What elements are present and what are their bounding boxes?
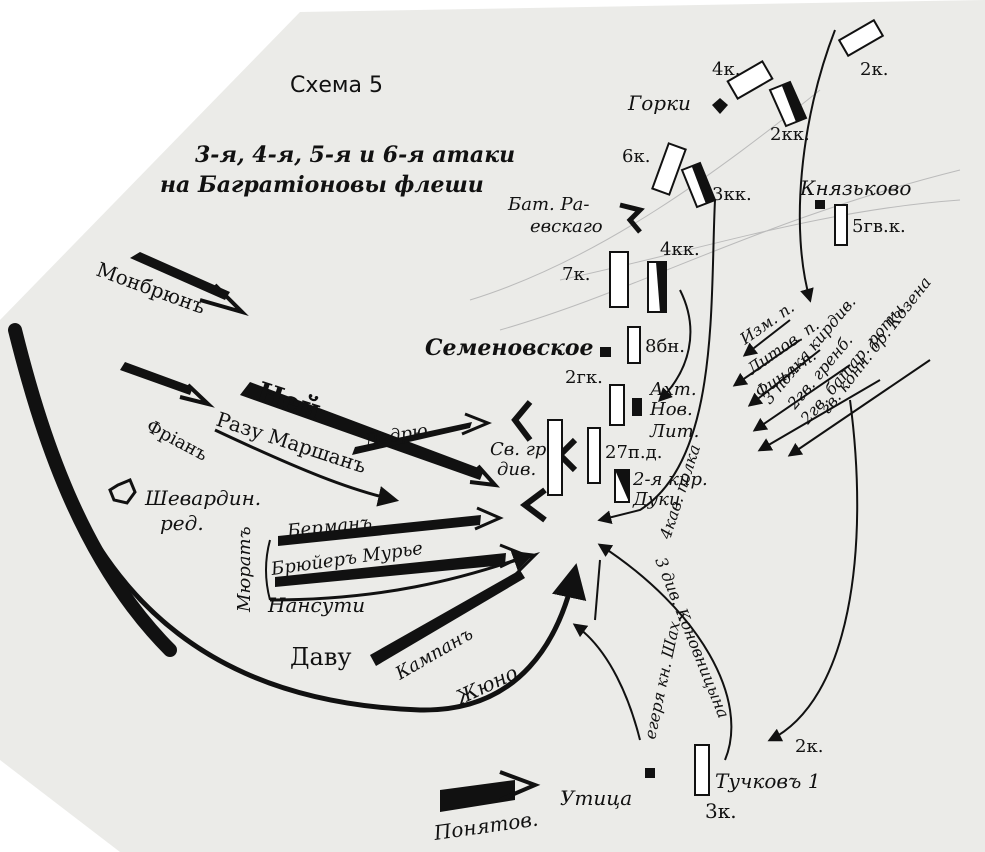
duki-label: Дуки (632, 489, 680, 510)
unit-lit-label: Лит. (649, 421, 699, 442)
map-subtitle-line1: 3-я, 4-я, 5-я и 6-я атаки (195, 142, 515, 168)
murat-label: Мюратъ (234, 526, 255, 613)
unit-2gk-block (609, 384, 625, 426)
kampan-arrow (370, 570, 525, 666)
unit-2k-top-label: 2к. (860, 59, 888, 80)
kampan-arrowhead (509, 552, 541, 577)
semenovskoe-label: Семеновское (425, 335, 594, 361)
upper-arrowhead (179, 383, 215, 408)
russian-movement-lines (572, 29, 859, 761)
shevardino-redoubt-icon (108, 478, 137, 505)
unit-2kk-label: 2кк. (770, 124, 810, 145)
berman-arrow (278, 515, 481, 546)
shevardino-label-2: ред. (160, 511, 204, 535)
unit-4kk-label: 4кк. (660, 239, 700, 260)
unit-8bn-label: 8бн. (645, 336, 685, 357)
unit-6k-label: 6к. (622, 146, 650, 167)
unit-5gvk-label: 5гв.к. (852, 216, 906, 237)
poniatowski-arrow (440, 780, 515, 812)
kir2-fill (615, 470, 629, 502)
unit-2gk-label: 2гк. (565, 367, 603, 388)
junot-arc-thick (8, 323, 177, 657)
nansuti-arrow (269, 550, 534, 602)
unit-nov-block (632, 398, 642, 416)
monbrun-arrowhead (199, 283, 249, 317)
map-title: Схема 5 (290, 73, 383, 98)
semenovskoe-village-icon (600, 347, 611, 357)
map-subtitle-line2: на Багратіоновы флеши (160, 172, 484, 198)
unit-4k-block (726, 59, 774, 101)
raevsky-battery-icon (619, 202, 645, 234)
berman-arrowhead (474, 506, 504, 531)
bat-raevskago-label-2: евскаго (530, 216, 603, 237)
utitsa-village-icon (645, 768, 655, 778)
unit-8bn-block (627, 326, 641, 364)
unit-3kk-label: 3кк. (712, 184, 752, 205)
unit-7k-label: 7к. (562, 264, 590, 285)
unit-3k-bottom-label: 3к. (705, 799, 737, 823)
pd27-label: 27п.д. (605, 442, 662, 463)
unit-5gvk-block (834, 204, 848, 246)
unit-nov-label: Нов. (649, 399, 693, 420)
guards-arrows (732, 319, 931, 457)
unit-7k-block (609, 251, 629, 308)
poniatowski-arrowhead (499, 770, 541, 802)
bat-raevskago-label-1: Бат. Ра- (507, 194, 589, 215)
razu-arrow (214, 428, 400, 507)
shevardino-label-1: Шевардин. (144, 486, 261, 510)
knyazkovo-village-icon (815, 200, 825, 209)
gorki-village-icon (712, 98, 728, 114)
tuchkov-block (694, 744, 710, 796)
unit-4kk-fill (656, 262, 666, 312)
unit-2kk-fill (782, 82, 806, 122)
unit-4k-label: 4к. (712, 59, 740, 80)
murat-brace (265, 539, 271, 601)
upper-arrow (120, 362, 193, 395)
utitsa-label: Утица (560, 786, 632, 810)
gorki-label: Горки (627, 91, 691, 115)
ney-arrow (240, 382, 484, 480)
ledru-arrow (352, 422, 472, 455)
sv-gr-div-label-2: див. (497, 459, 536, 480)
unit-akht-label: Ахт. (648, 379, 697, 400)
ney-arrowhead (469, 464, 501, 488)
ledru-arrowhead (461, 412, 492, 436)
monbrun-arrow (130, 252, 230, 300)
davu-label: Даву (290, 643, 351, 671)
sv-gr-div-block (547, 419, 563, 496)
sv-gr-div-label-1: Св. гр. (490, 439, 552, 460)
unit-3kk-fill (692, 163, 715, 204)
unit-2k-top-block (837, 18, 885, 58)
bruyer-arrow (275, 553, 506, 587)
tuchkov-label: Тучковъ 1 (715, 769, 820, 793)
unit-2k-bottom-label: 2к. (795, 736, 823, 757)
knyazkovo-label: Князьково (799, 176, 911, 200)
pd27-block (587, 427, 601, 484)
unit-6k-block (651, 142, 687, 196)
